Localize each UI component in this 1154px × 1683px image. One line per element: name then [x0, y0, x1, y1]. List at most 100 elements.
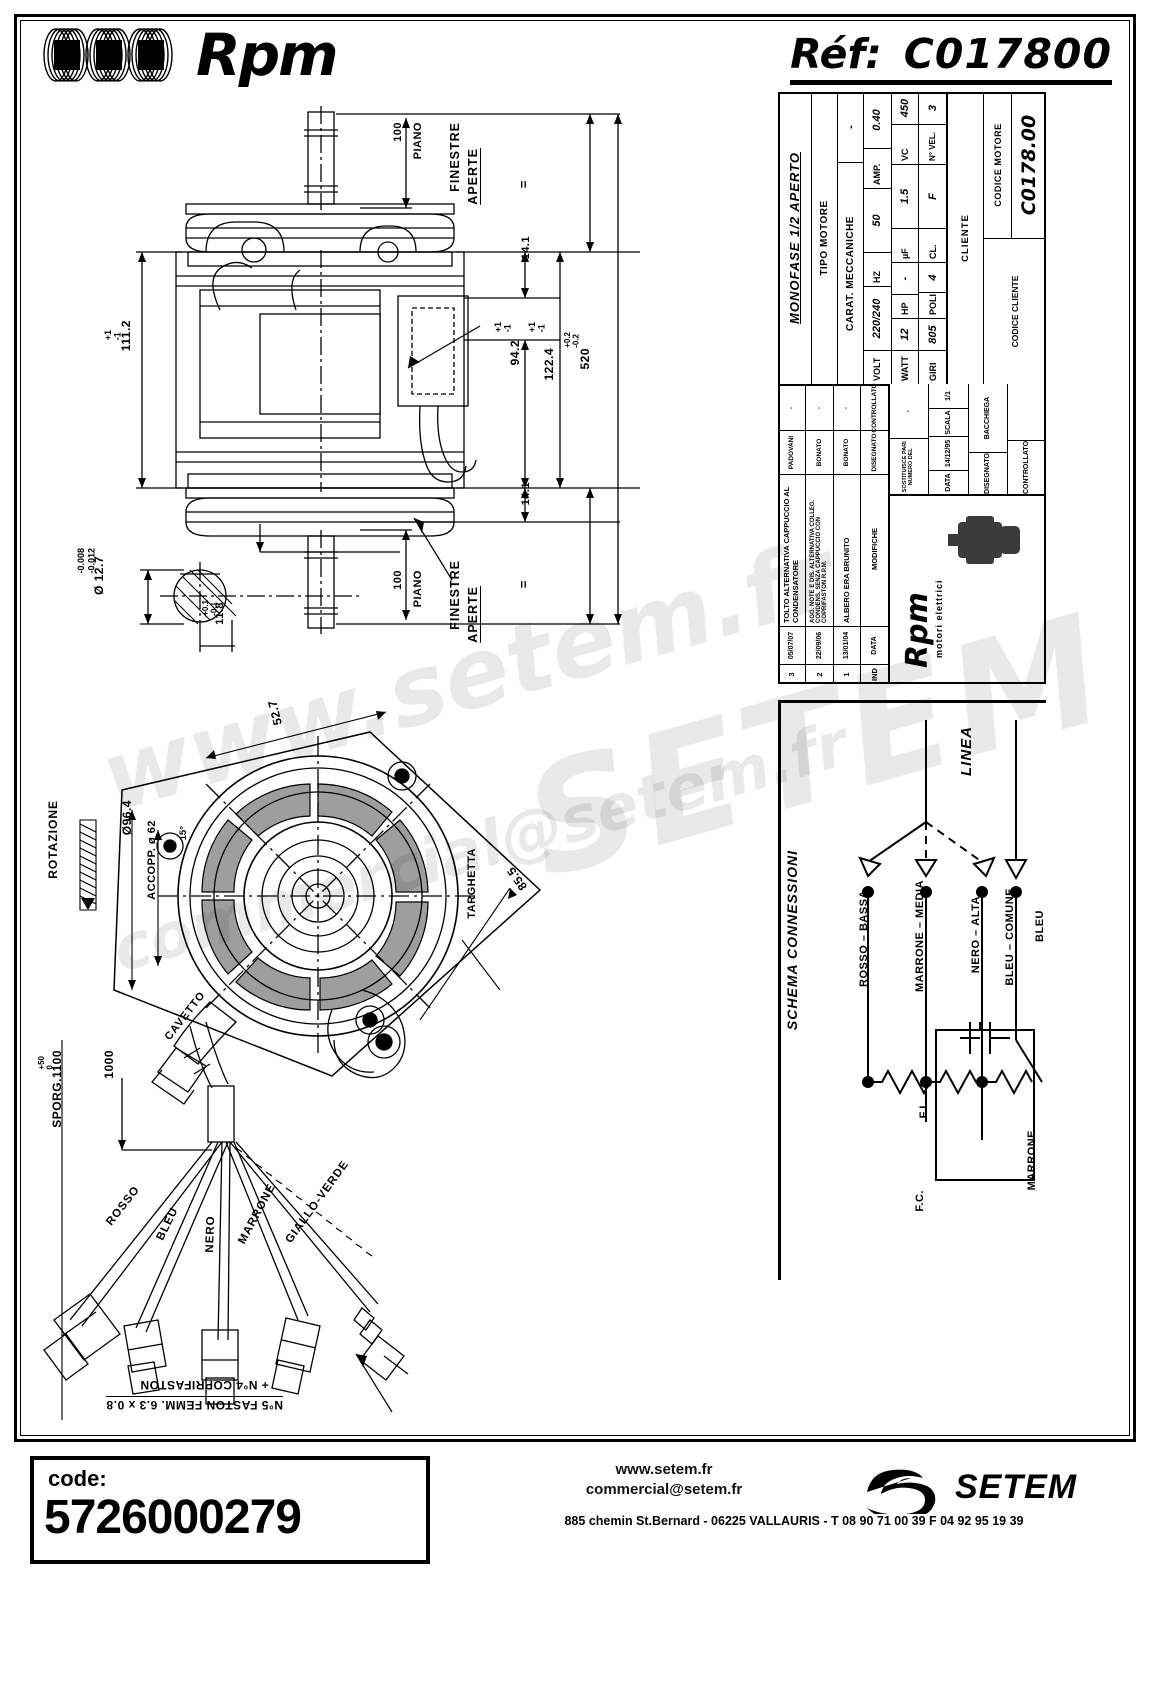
electrical-specs-table: VOLT 220/240 HZ 50 AMP. 0.40 WATT 12 HP …	[864, 92, 948, 384]
tap-label-nero-alta: NERO – ALTA	[970, 896, 982, 974]
table-row: WATT 12 HP - µF 1.5 VC 450	[891, 92, 920, 384]
tap-label-marrone-media: MARRONE – MEDIA	[914, 880, 926, 993]
label-linea: LINEA	[958, 726, 975, 776]
rev-date: 05/07/07	[778, 626, 805, 664]
meta-value-scala: 1/1	[944, 391, 952, 401]
spec-label-vc: VC	[891, 124, 919, 164]
drawing-frame-inner	[20, 20, 1130, 1436]
table-row: 1 13/01/04 ALBERO ERA BRUNITO BONATO -	[833, 386, 862, 684]
rev-drawn-by: PADOVANI	[778, 430, 805, 474]
capacitor-circuit	[935, 1022, 1035, 1181]
rev-drawn-by: BONATO	[833, 430, 861, 474]
codice-motore-label: CODICE MOTORE	[992, 123, 1003, 207]
motor-silhouette-icon	[948, 516, 1020, 564]
spec-value-nvel: 3	[926, 104, 939, 112]
wiring-schematic	[858, 720, 1043, 1140]
spec-label-nvel: N° VEL.	[919, 124, 947, 164]
label-fc: F.C.	[914, 1190, 926, 1212]
rev-date: 13/01/04	[833, 626, 861, 664]
label-targhetta: TARGHETTA	[466, 848, 478, 919]
rev-date: 22/09/06	[805, 626, 833, 664]
dim-520: 520	[578, 348, 592, 370]
dim-1000: 1000	[102, 1050, 116, 1079]
setem-wordmark: SETEM	[955, 1468, 1077, 1506]
table-row: CONTROLLATO	[1007, 384, 1046, 494]
wiring-diagram: SCHEMA CONNESSIONI	[778, 700, 1046, 1280]
ref-value: C017800	[903, 30, 1112, 78]
ref-label: Réf:	[790, 30, 882, 78]
faston-note-line-1: N°5 FASTON FEMM. 6.3 x 0.8	[106, 1396, 283, 1412]
spec-label-giri: GIRI	[919, 350, 947, 384]
codice-motore-label-cell: CODICE MOTORE	[984, 92, 1012, 238]
codice-motore-value: C0178.00	[1018, 114, 1040, 216]
rpm-logo: Rpm	[40, 26, 339, 84]
spec-value-amp: 0.40	[871, 109, 884, 131]
spec-label-hp: HP	[891, 294, 919, 318]
tol-shaft-flat: +0.1-0.1	[201, 600, 219, 616]
revision-header-row: IND DATA MODIFICHE DISEGNATO CONTROLLATO	[861, 383, 888, 684]
reference-block: Réf: C017800	[790, 30, 1112, 85]
dim-14-1-bottom: 14.1	[520, 482, 532, 506]
setem-website[interactable]: www.setem.fr	[615, 1461, 713, 1478]
spec-label-hz: HZ	[864, 252, 891, 286]
meta-value-controllato	[1008, 384, 1046, 440]
carat-mecc-row: CARAT. MECCANICHE -	[838, 92, 864, 384]
rev-index: 3	[778, 664, 805, 684]
rev-checked-by: -	[787, 406, 795, 410]
spec-value-giri: 805	[919, 318, 947, 350]
rev-description: TOLTO ALTERNATIVA CAPPUCCIO AL CONDENSAT…	[778, 474, 805, 626]
label-cap-bleu: BLEU	[1034, 910, 1046, 942]
meta-table: SOSTITUISCE PARI NUMERO DEL - DATA 14/12…	[890, 384, 1046, 494]
rpm-title-logo-box: Rpm motori elettrici	[890, 494, 1046, 684]
table-row: DATA 14/12/95 SCALA 1/1	[929, 384, 969, 494]
label-aperte-bottom: APERTE	[466, 586, 480, 643]
tol-94-2: +1-1	[493, 322, 513, 333]
spec-label-amp: AMP.	[864, 148, 891, 188]
meta-value-disegnato: BACCHIEGA	[983, 396, 991, 440]
wiring-diagram-title: SCHEMA CONNESSIONI	[784, 850, 800, 1031]
equals-bottom: =	[516, 580, 531, 589]
setem-logo: SETEM	[867, 1468, 1077, 1514]
wire-label-nero: NERO	[203, 1215, 218, 1253]
spec-label-cl: CL.	[919, 228, 947, 262]
footer: code: 5726000279 www.setem.fr commercial…	[14, 1452, 1136, 1670]
rev-header-controllato: CONTROLLATO	[871, 383, 879, 433]
label-rotazione: ROTAZIONE	[46, 800, 60, 879]
tol-111-2: +1-1	[103, 330, 123, 341]
rev-header-modifiche: MODIFICHE	[861, 474, 888, 626]
meta-label-sostituisce: SOSTITUISCE PARI NUMERO DEL	[890, 438, 929, 494]
label-aperte-top: APERTE	[466, 148, 480, 205]
spec-value-vc: 450	[899, 98, 911, 118]
dim-94-2: 94.2	[508, 340, 522, 366]
table-row: DISEGNATO BACCHIEGA	[968, 384, 1008, 494]
setem-email[interactable]: commercial@setem.fr	[585, 1481, 743, 1499]
tipo-motore-label: TIPO MOTORE	[819, 200, 830, 276]
spec-value-uf: 1.5	[891, 164, 919, 228]
tol-122-4: +1-1	[527, 322, 547, 333]
table-row: GIRI 805 POLI 4 CL. F N° VEL. 3	[919, 92, 947, 384]
dim-14-1-top: 14.1	[520, 236, 532, 260]
rev-header-date: DATA	[861, 626, 888, 664]
shaft-detail-view	[140, 524, 400, 652]
revision-table: 3 05/07/07 TOLTO ALTERNATIVA CAPPUCCIO A…	[778, 383, 890, 684]
meta-value-data: 14/12/95	[929, 436, 968, 470]
code-value: 5726000279	[44, 1491, 302, 1544]
carat-mecc-value: -	[838, 92, 863, 163]
spec-value-volt: 220/240	[864, 286, 891, 350]
cliente-label: CLIENTE	[960, 214, 971, 262]
rev-header-disegnato: DISEGNATO	[861, 430, 888, 474]
rev-index: 1	[833, 664, 861, 684]
coil-icon	[43, 28, 173, 82]
dim-96-4: Ø96.4	[120, 800, 134, 836]
drawing-frame-outer	[14, 14, 1136, 1442]
rev-index: 2	[805, 664, 833, 684]
rev-checked-by: -	[843, 406, 851, 410]
tol-520: +0.2-0.2	[563, 332, 581, 348]
codice-cliente-label: CODICE CLIENTE	[1010, 275, 1020, 348]
meta-label-disegnato: DISEGNATO	[968, 452, 1007, 494]
tol-shaft-diameter: -0.008-0.012	[76, 548, 97, 574]
spec-label-poli: POLI	[919, 292, 947, 318]
rpm-mini-wordmark: Rpm	[900, 592, 935, 668]
